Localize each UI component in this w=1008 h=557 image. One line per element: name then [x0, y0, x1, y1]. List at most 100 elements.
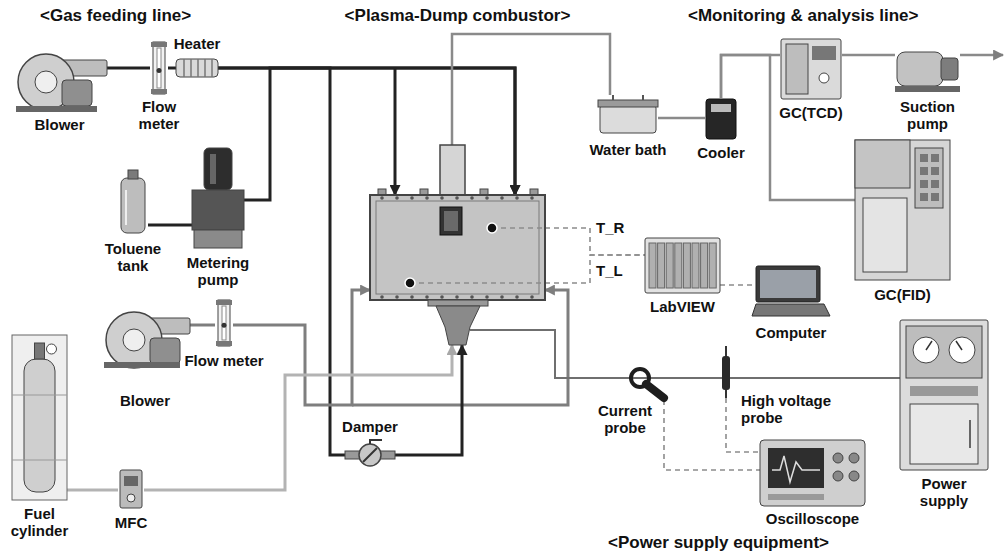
- meter-float: [157, 68, 162, 73]
- equipment-label: Oscilloscope: [758, 510, 868, 527]
- housing-bolt: [440, 196, 444, 200]
- fuel-cylinder: Fuel cylinder: [12, 335, 67, 500]
- pipe-line: [545, 228, 645, 255]
- housing-bolt: [485, 196, 489, 200]
- gc-switch: [931, 180, 939, 188]
- computer-unit-icon: [752, 266, 830, 318]
- daq-unit-icon: [645, 238, 720, 293]
- feed-branch-line: [394, 68, 397, 195]
- blower-motor: [62, 80, 92, 106]
- section-heading: <Gas feeding line>: [40, 6, 191, 26]
- equipment-label: Heater: [162, 35, 232, 52]
- meter-float: [222, 323, 227, 328]
- equipment-label: Cooler: [686, 144, 756, 161]
- meter-needle: [926, 341, 962, 350]
- voltage-probe: High voltage probe: [719, 346, 733, 398]
- gc-body: [855, 140, 950, 280]
- equipment-label: GC(TCD): [771, 104, 851, 121]
- voltage-probe-icon: [719, 346, 733, 398]
- heater-body: [176, 59, 218, 77]
- equipment-label: GC(FID): [863, 286, 943, 303]
- pump-highlight: [210, 154, 216, 184]
- mass-flow-controller: MFC: [118, 468, 144, 510]
- label-holder: MFC: [106, 514, 156, 531]
- blower-motor: [150, 338, 180, 364]
- housing-bolt: [425, 196, 429, 200]
- blower-unit-icon: [12, 42, 107, 112]
- scope-screen: [768, 448, 824, 488]
- water-bath-icon: [598, 95, 658, 135]
- supply-door: [910, 404, 978, 464]
- pipe-line: [233, 290, 370, 405]
- gc-switch: [931, 193, 939, 201]
- mfc-body: [120, 470, 142, 508]
- label-holder: Heater: [162, 35, 232, 52]
- laptop-display: [760, 270, 816, 298]
- cooler-body: [706, 99, 736, 139]
- label-holder: <Plasma-Dump combustor>: [330, 6, 585, 26]
- pipe-line: [168, 67, 176, 70]
- scope-body: [760, 440, 865, 506]
- supply-panel: [906, 326, 982, 378]
- blower-unit: Blower: [100, 300, 190, 368]
- equipment-label: High voltage probe: [741, 392, 841, 427]
- pipe-line: [144, 345, 452, 490]
- pipe-line: [67, 489, 118, 492]
- power-supply-unit: Power supply: [900, 320, 988, 470]
- equipment-label: MFC: [106, 514, 156, 531]
- toluene-tank-icon: [118, 170, 148, 235]
- daq-module: [683, 243, 690, 288]
- equipment-label: Flow meter: [125, 98, 193, 133]
- daq-module: [675, 243, 682, 288]
- damper-handle: [370, 440, 382, 444]
- gc-control-panel: [915, 148, 943, 208]
- damper-blade: [363, 448, 377, 462]
- meter-cap: [151, 89, 167, 94]
- probe-cable: [725, 390, 727, 398]
- oscilloscope-unit: Oscilloscope: [760, 440, 865, 506]
- blower-hub: [123, 329, 145, 351]
- label-holder: Flow meter: [125, 98, 193, 133]
- bath-lid: [598, 100, 658, 107]
- damper-valve: Damper: [345, 440, 395, 470]
- equipment-label: Flow meter: [179, 352, 269, 369]
- meter-cap: [151, 42, 167, 47]
- flow-meter: Flow meter: [150, 42, 168, 94]
- gc-oven-top: [855, 140, 910, 188]
- label-holder: T_R: [596, 219, 624, 236]
- blower-hub: [35, 71, 57, 93]
- thermocouple-lead: [492, 227, 545, 229]
- housing-bolt: [485, 295, 489, 299]
- label-holder: Suction pump: [893, 98, 963, 133]
- label-holder: Current probe: [590, 402, 660, 437]
- housing-bolt: [530, 196, 534, 200]
- door-handle: [969, 420, 971, 448]
- laptop-base: [752, 304, 830, 316]
- scope-trace: [772, 456, 820, 482]
- meter-scale: [222, 306, 226, 340]
- label-holder: Blower: [10, 116, 110, 133]
- pump-head: [192, 190, 244, 230]
- gc-switch: [920, 180, 928, 188]
- housing-bolt: [380, 295, 384, 299]
- equipment-label: Metering pump: [173, 254, 263, 289]
- daq-chassis: [645, 238, 720, 293]
- housing-bolt: [395, 295, 399, 299]
- housing-frame: [376, 201, 539, 294]
- label-holder: GC(FID): [863, 286, 943, 303]
- water-bath: Water bath: [598, 95, 658, 135]
- label-holder: Cooler: [686, 144, 756, 161]
- housing-bolt: [530, 295, 534, 299]
- gc-switch: [931, 167, 939, 175]
- thermocouple-dot: [487, 223, 497, 233]
- bath-tube: [613, 95, 643, 100]
- toluene-tank: Toluene tank: [118, 170, 148, 235]
- probe-handle: [646, 384, 664, 398]
- pipe-line: [148, 224, 192, 227]
- equipment-label: Water bath: [578, 141, 678, 158]
- meter-tube: [218, 300, 230, 346]
- housing-bolt: [410, 196, 414, 200]
- gc-knob: [819, 73, 829, 83]
- housing-bolt: [455, 196, 459, 200]
- equipment-label: Current probe: [590, 402, 660, 437]
